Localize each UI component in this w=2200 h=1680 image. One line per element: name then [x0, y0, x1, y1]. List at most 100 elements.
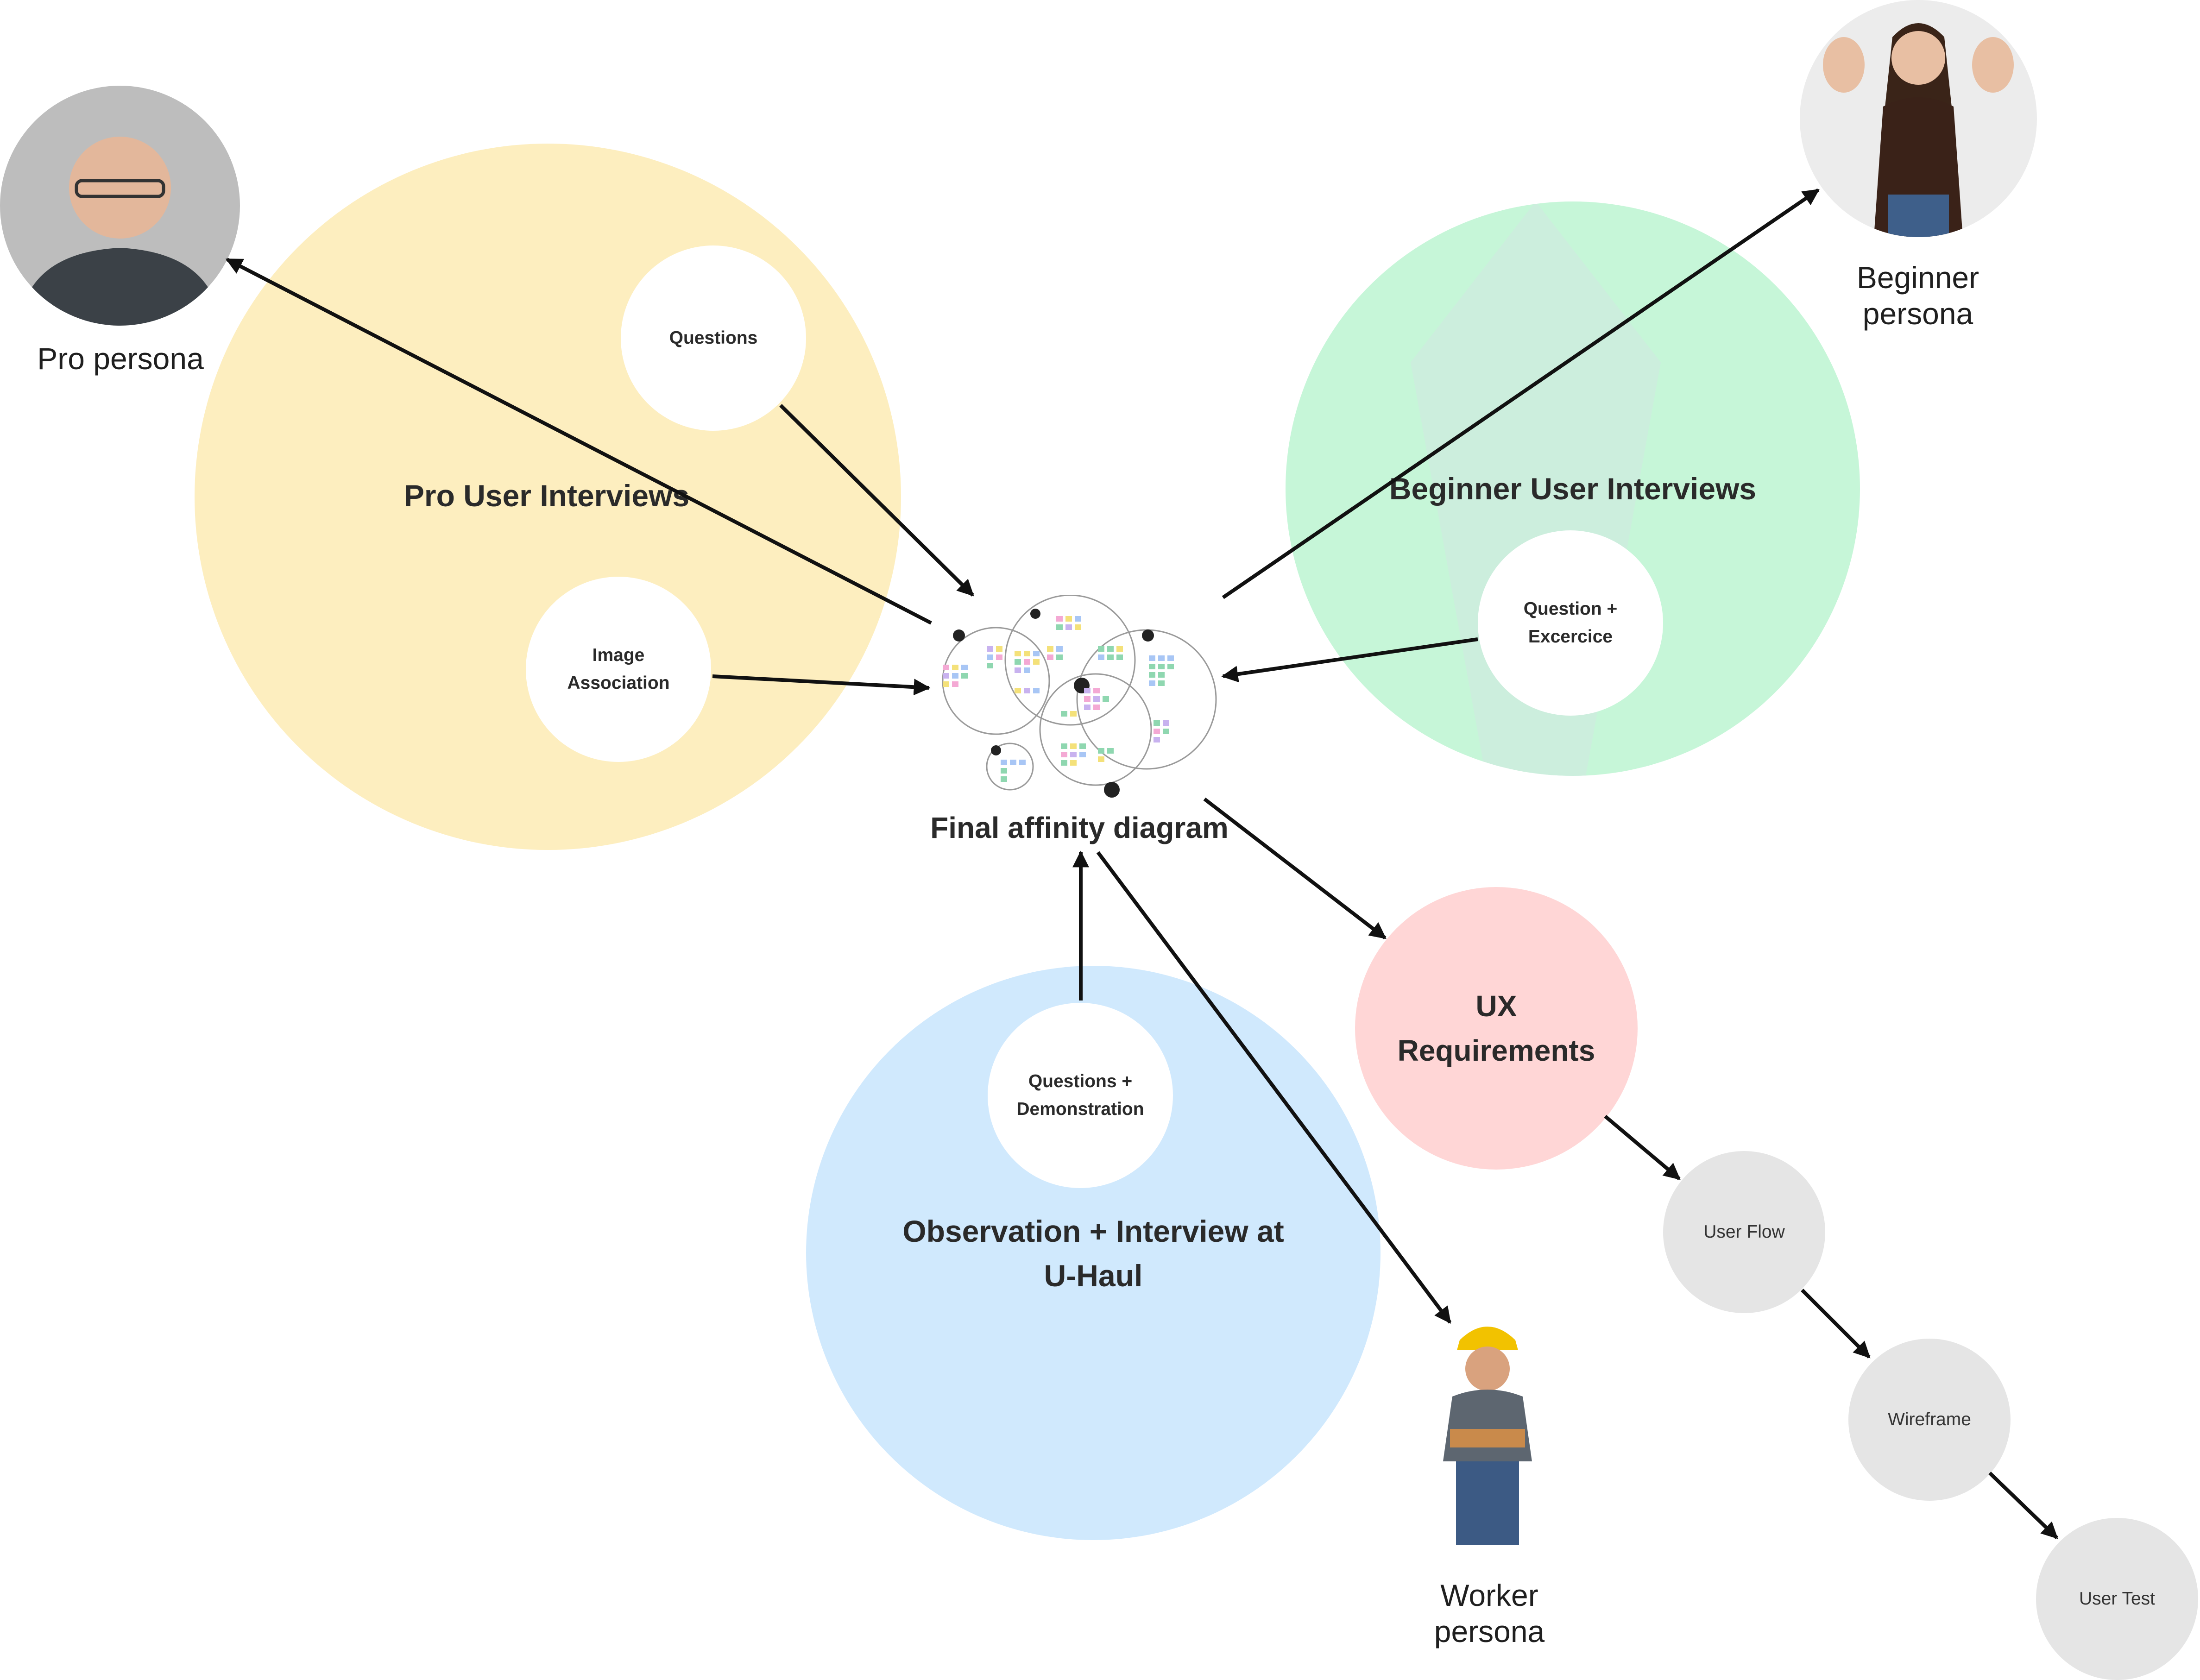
affinity-note	[1056, 624, 1063, 630]
affinity-note	[1158, 664, 1165, 669]
affinity-note	[1098, 646, 1104, 652]
questions-demo-circle: Questions + Demonstration	[988, 1003, 1173, 1188]
affinity-note	[1084, 705, 1091, 710]
affinity-note	[1015, 651, 1021, 656]
observation-title-line1: Observation + Interview at	[902, 1214, 1284, 1248]
beginner-interviews-circle	[1286, 201, 1860, 776]
arrow-user-flow-to-wireframe	[1801, 1289, 1871, 1359]
affinity-cluster-node	[991, 745, 1001, 755]
image-association-line2: Association	[567, 673, 670, 693]
affinity-note	[1070, 760, 1077, 766]
affinity-note	[961, 665, 968, 670]
final-affinity-diagram-label: Final affinity diagram	[930, 811, 1229, 844]
wireframe-circle: Wireframe	[1848, 1339, 2011, 1501]
affinity-note	[1024, 667, 1030, 673]
affinity-cluster-ring	[986, 742, 1034, 791]
affinity-note	[1093, 696, 1100, 702]
arrow-image-association-to-affinity	[712, 674, 931, 696]
affinity-note	[1015, 688, 1021, 693]
affinity-note	[1024, 688, 1030, 693]
affinity-note	[1070, 743, 1077, 749]
affinity-note	[1033, 651, 1040, 656]
affinity-note	[1075, 616, 1081, 622]
affinity-note	[1024, 659, 1030, 665]
affinity-note	[1033, 659, 1040, 665]
affinity-note	[943, 665, 949, 670]
observation-title-line2: U-Haul	[1044, 1258, 1143, 1293]
affinity-note	[1010, 760, 1016, 765]
affinity-diagram-thumbnail	[942, 595, 1217, 798]
user-flow-label: User Flow	[1703, 1222, 1785, 1242]
pro-interviews-circle	[195, 144, 901, 850]
affinity-note	[1070, 711, 1077, 717]
ux-requirements-circle: UX Requirements	[1355, 887, 1638, 1170]
affinity-note	[987, 654, 993, 660]
affinity-cluster-ring	[1004, 595, 1136, 726]
questions-label: Questions	[669, 328, 758, 348]
beginner-persona-line1: Beginner	[1856, 260, 1979, 295]
affinity-note	[1103, 696, 1109, 702]
affinity-note	[1033, 688, 1040, 693]
affinity-note	[1047, 646, 1053, 652]
affinity-note	[1093, 688, 1100, 693]
affinity-cluster-node	[953, 629, 965, 642]
affinity-note	[1116, 646, 1123, 652]
affinity-note	[1061, 743, 1067, 749]
affinity-note	[1061, 711, 1067, 717]
affinity-cluster-node	[1104, 782, 1120, 798]
affinity-note	[1098, 756, 1104, 762]
affinity-note	[1107, 654, 1114, 660]
worker-persona-line1: Worker	[1440, 1578, 1538, 1612]
arrow-affinity-to-pro-persona	[225, 258, 932, 625]
affinity-note	[952, 673, 958, 679]
wireframe-label: Wireframe	[1888, 1409, 1971, 1429]
image-association-circle: Image Association	[526, 577, 711, 762]
affinity-note	[1107, 646, 1114, 652]
arrow-question-exercise-to-affinity	[1221, 637, 1478, 683]
affinity-note	[1158, 672, 1165, 678]
beginner-persona-label: Beginner persona	[1825, 259, 2011, 332]
affinity-note	[1001, 776, 1007, 782]
affinity-note	[952, 665, 958, 670]
affinity-note	[1024, 651, 1030, 656]
affinity-note	[1158, 680, 1165, 686]
affinity-note	[1001, 760, 1007, 765]
arrow-affinity-to-worker-persona	[1096, 851, 1452, 1324]
affinity-note	[1093, 705, 1100, 710]
pro-persona-label: Pro persona	[37, 341, 204, 376]
affinity-note	[987, 663, 993, 668]
arrow-affinity-to-ux-requirements	[1203, 797, 1387, 940]
question-exercise-circle: Question + Excercice	[1478, 530, 1663, 716]
affinity-note	[1047, 654, 1053, 660]
arrow-wireframe-to-user-test	[1988, 1472, 2058, 1539]
affinity-cluster-ring	[942, 627, 1050, 735]
affinity-note	[1084, 696, 1091, 702]
affinity-note	[1070, 752, 1077, 757]
affinity-note	[1061, 752, 1067, 757]
beginner-persona-avatar	[1800, 0, 2037, 237]
beginner-interviews-title: Beginner User Interviews	[1389, 472, 1757, 506]
affinity-note	[1154, 729, 1160, 734]
ux-requirements-line2: Requirements	[1397, 1034, 1595, 1067]
affinity-note	[1001, 768, 1007, 774]
affinity-note	[1056, 616, 1063, 622]
question-exercise-line1: Question +	[1523, 599, 1618, 619]
affinity-note	[1116, 654, 1123, 660]
affinity-note	[943, 681, 949, 687]
affinity-note	[1167, 664, 1174, 669]
affinity-cluster-node	[1142, 629, 1154, 642]
pro-interviews-title: Pro User Interviews	[403, 478, 690, 513]
affinity-note	[996, 654, 1002, 660]
affinity-note	[952, 681, 958, 687]
affinity-note	[1065, 616, 1072, 622]
questions-circle: Questions	[621, 245, 806, 431]
affinity-cluster-ring	[1039, 673, 1152, 786]
affinity-note	[1167, 655, 1174, 661]
affinity-note	[1015, 667, 1021, 673]
affinity-note	[1075, 624, 1081, 630]
affinity-note	[1163, 720, 1169, 726]
affinity-note	[987, 646, 993, 652]
user-test-circle: User Test	[2036, 1518, 2198, 1680]
affinity-note	[1056, 654, 1063, 660]
